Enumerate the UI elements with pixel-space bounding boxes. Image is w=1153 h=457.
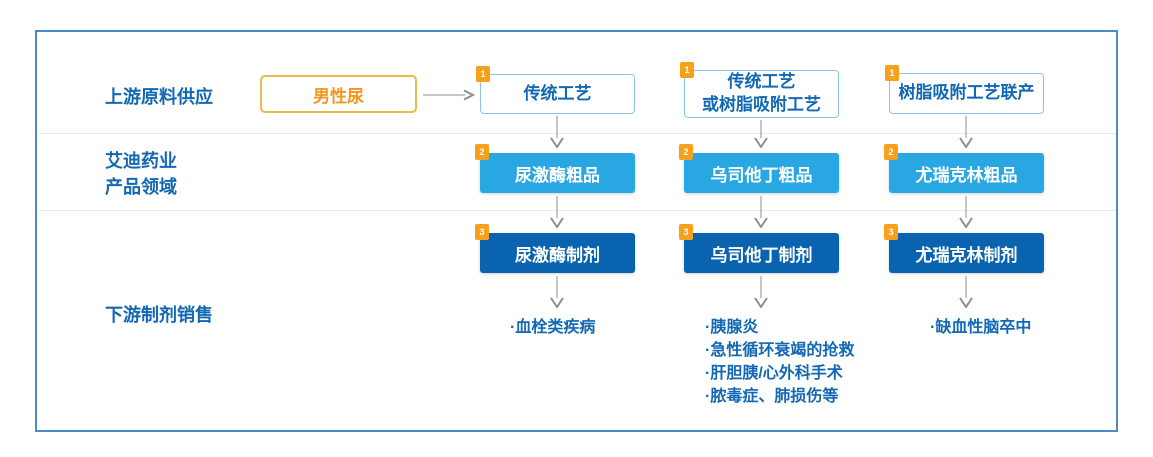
formulation-box-urokinase: 3 尿激酶制剂 bbox=[475, 224, 635, 273]
step-badge: 2 bbox=[679, 144, 693, 160]
indication-item: ·血栓类疾病 bbox=[510, 319, 596, 336]
step-badge: 3 bbox=[475, 224, 489, 240]
crude-box-urokinase: 2 尿激酶粗品 bbox=[475, 144, 635, 193]
step-badge: 1 bbox=[680, 62, 694, 78]
crude-box-ulinastatin: 2 乌司他丁粗品 bbox=[679, 144, 839, 193]
process-box-ulinastatin: 1 传统工艺 或树脂吸附工艺 bbox=[680, 62, 839, 118]
process-box-kallidinogenase: 1 树脂吸附工艺联产 bbox=[885, 65, 1044, 114]
process-box-urokinase: 1 传统工艺 bbox=[476, 66, 635, 114]
arrow-down-icon bbox=[959, 196, 973, 228]
row-label-company: 艾迪药业 产品领域 bbox=[105, 151, 177, 198]
arrow-down-icon bbox=[550, 196, 564, 228]
indication-list-kallidinogenase: ·缺血性脑卒中 bbox=[930, 316, 1031, 339]
step-badge: 2 bbox=[884, 144, 898, 160]
process-box-label: 传统工艺 或树脂吸附工艺 bbox=[702, 72, 821, 114]
formulation-box-kallidinogenase: 3 尤瑞克林制剂 bbox=[884, 224, 1044, 273]
step-badge: 1 bbox=[885, 65, 899, 81]
formulation-box-label: 尿激酶制剂 bbox=[515, 245, 600, 265]
formulation-box-ulinastatin: 3 乌司他丁制剂 bbox=[679, 224, 839, 273]
indication-item: ·肝胆胰/心外科手术 bbox=[705, 365, 843, 382]
process-box-label: 传统工艺 bbox=[523, 83, 592, 103]
indication-list-ulinastatin: ·胰腺炎 ·急性循环衰竭的抢救 ·肝胆胰/心外科手术 ·脓毒症、肺损伤等 bbox=[705, 316, 854, 408]
crude-box-label: 尤瑞克林粗品 bbox=[915, 165, 1018, 185]
indication-list-urokinase: ·血栓类疾病 bbox=[510, 316, 595, 339]
source-box-label: 男性尿 bbox=[313, 86, 364, 106]
arrow-down-icon bbox=[959, 116, 973, 148]
indication-item: ·缺血性脑卒中 bbox=[930, 319, 1032, 336]
formulation-box-label: 尤瑞克林制剂 bbox=[915, 245, 1018, 265]
arrow-down-icon bbox=[754, 120, 768, 148]
indication-item: ·胰腺炎 bbox=[705, 319, 759, 336]
crude-box-kallidinogenase: 2 尤瑞克林粗品 bbox=[884, 144, 1044, 193]
indication-item: ·脓毒症、肺损伤等 bbox=[705, 388, 839, 405]
step-badge: 3 bbox=[884, 224, 898, 240]
step-badge: 1 bbox=[476, 66, 490, 82]
row-label-upstream: 上游原料供应 bbox=[105, 87, 213, 107]
indication-item: ·急性循环衰竭的抢救 bbox=[705, 342, 855, 359]
arrow-down-icon bbox=[754, 196, 768, 228]
source-box-male-urine: 男性尿 bbox=[260, 75, 417, 113]
arrow-right-icon bbox=[423, 89, 475, 101]
arrow-down-icon bbox=[754, 276, 768, 308]
arrow-down-icon bbox=[550, 276, 564, 308]
step-badge: 2 bbox=[475, 144, 489, 160]
row-divider-1 bbox=[37, 133, 1116, 134]
crude-box-label: 尿激酶粗品 bbox=[515, 165, 600, 185]
arrow-down-icon bbox=[959, 276, 973, 308]
row-divider-2 bbox=[37, 210, 1116, 211]
arrow-down-icon bbox=[550, 116, 564, 148]
row-label-downstream: 下游制剂销售 bbox=[105, 305, 213, 325]
formulation-box-label: 乌司他丁制剂 bbox=[710, 245, 813, 265]
process-box-label: 树脂吸附工艺联产 bbox=[898, 83, 1035, 103]
crude-box-label: 乌司他丁粗品 bbox=[710, 165, 813, 185]
step-badge: 3 bbox=[679, 224, 693, 240]
